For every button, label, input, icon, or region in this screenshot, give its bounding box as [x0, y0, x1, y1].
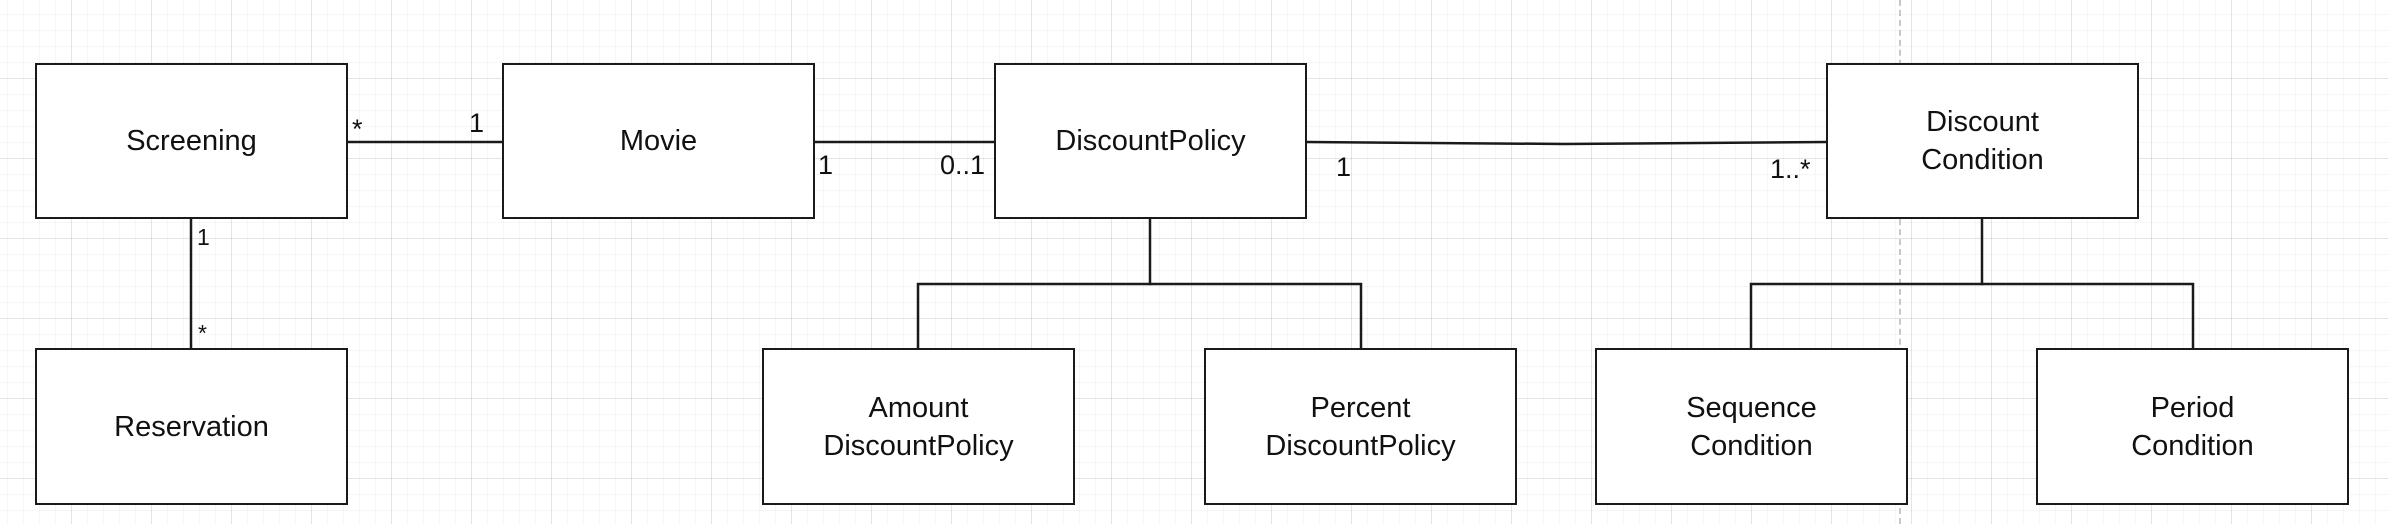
class-label-discount-condition: Discount Condition — [1921, 106, 2044, 176]
class-box-movie[interactable]: Movie — [502, 63, 815, 219]
multiplicity-movie-to-discount-policy: 1 — [818, 150, 834, 180]
class-box-screening[interactable]: Screening — [35, 63, 348, 219]
class-box-reservation[interactable]: Reservation — [35, 348, 348, 505]
class-box-amount-discount-policy[interactable]: Amount DiscountPolicy — [762, 348, 1075, 505]
class-box-discount-condition[interactable]: Discount Condition — [1826, 63, 2139, 219]
association-policy-condition — [1305, 140, 1828, 146]
class-label-percent-discount-policy: Percent DiscountPolicy — [1265, 391, 1456, 462]
class-label-reservation: Reservation — [114, 410, 269, 443]
class-label-screening: Screening — [126, 125, 257, 157]
class-label-period-condition: Period Condition — [2131, 391, 2254, 462]
multiplicity-screening-to-movie: * — [352, 114, 363, 144]
multiplicity-screening-to-reservation: 1 — [197, 224, 210, 250]
multiplicity-condition-from-discount-policy: 1..* — [1770, 154, 1811, 184]
multiplicity-discount-policy-from-movie: 0..1 — [940, 150, 986, 180]
class-box-period-condition[interactable]: Period Condition — [2036, 348, 2349, 505]
multiplicity-reservation-from-screening: * — [198, 320, 207, 346]
class-label-amount-discount-policy: Amount DiscountPolicy — [823, 391, 1014, 462]
multiplicity-movie-from-screening: 1 — [469, 108, 485, 138]
page-break-guide — [1899, 0, 1901, 524]
class-label-sequence-condition: Sequence Condition — [1686, 391, 1817, 462]
inheritance-amount-branch — [916, 282, 1363, 350]
class-box-sequence-condition[interactable]: Sequence Condition — [1595, 348, 1908, 505]
inheritance-sequence-branch — [1749, 282, 2195, 350]
multiplicity-discount-policy-to-condition: 1 — [1336, 152, 1352, 182]
class-box-percent-discount-policy[interactable]: Percent DiscountPolicy — [1204, 348, 1517, 505]
class-label-movie: Movie — [619, 125, 698, 157]
class-box-discount-policy[interactable]: DiscountPolicy — [994, 63, 1307, 219]
class-label-discount-policy: DiscountPolicy — [1055, 125, 1246, 157]
